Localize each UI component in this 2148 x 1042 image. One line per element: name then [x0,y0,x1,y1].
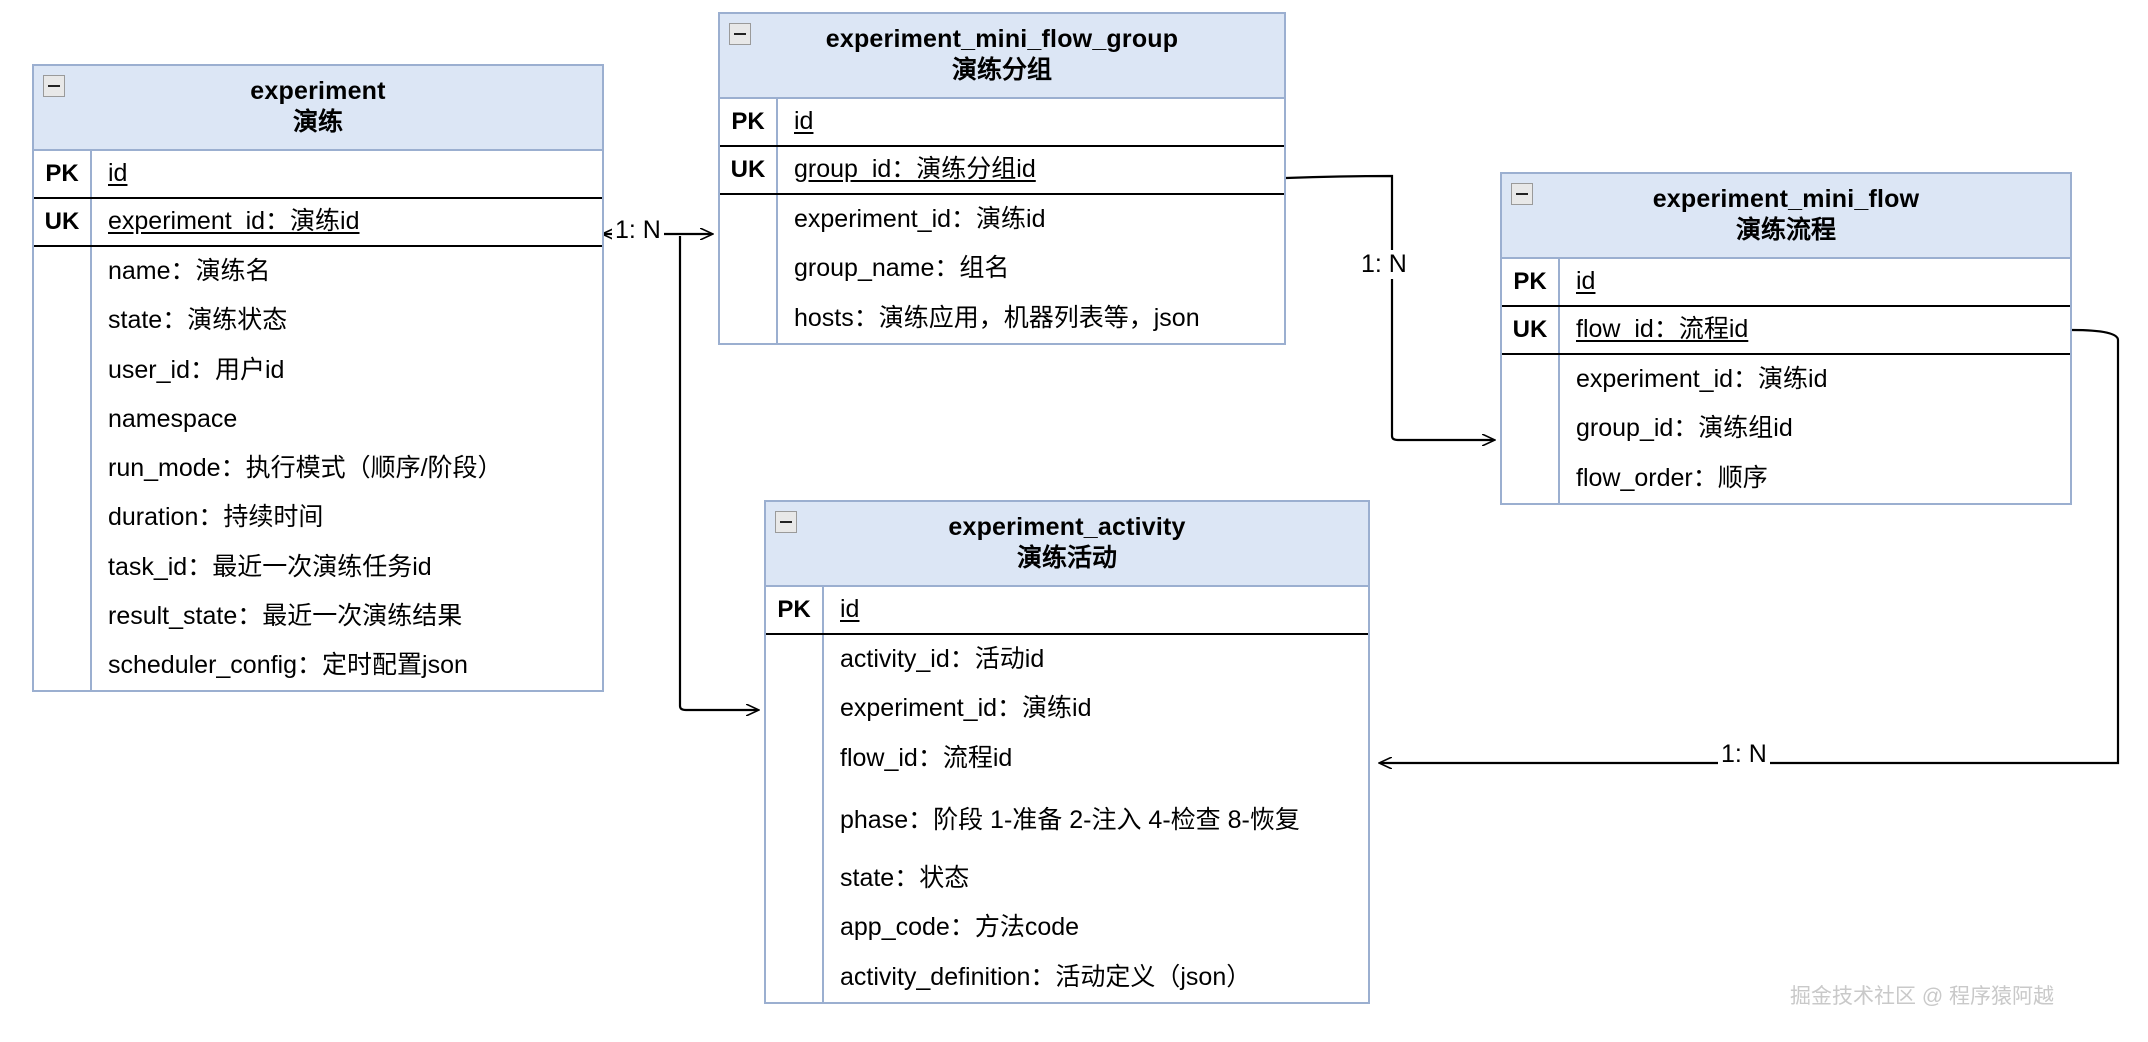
key-gutter [1502,355,1560,503]
key-gutter [34,247,92,691]
entity-experiment-mini-flow-group[interactable]: experiment_mini_flow_group 演练分组 PK id UK… [718,12,1286,345]
attribute-row: flow_id：流程id [840,743,1013,772]
attribute-row: result_state：最近一次演练结果 [108,601,463,630]
attribute-section: name：演练名 state：演练状态 user_id：用户id namespa… [34,247,602,691]
key-attribute: id [794,107,814,136]
key-attribute: experiment_id：演练id [108,207,360,236]
attribute-row: app_code：方法code [840,913,1080,942]
entity-title: experiment [250,77,386,105]
key-type: UK [720,147,778,193]
key-row-pk: PK id [34,151,602,199]
attribute-section: experiment_id：演练id group_id：演练组id flow_o… [1502,355,2070,503]
minus-box-icon[interactable] [1511,183,1533,205]
entity-subtitle: 演练活动 [1016,543,1117,572]
entity-subtitle: 演练 [292,107,343,136]
key-row-uk: UK flow_id：流程id [1502,307,2070,355]
attribute-row: group_name：组名 [794,254,1010,283]
relationship-label-miniflow-activity: 1: N [1718,740,1770,769]
key-gutter [720,195,778,343]
attribute-row: run_mode：执行模式（顺序/阶段） [108,454,503,482]
key-row-pk: PK id [1502,259,2070,307]
entity-title: experiment_activity [948,513,1186,541]
entity-subtitle: 演练流程 [1735,215,1836,244]
attribute-row: activity_id：活动id [840,645,1045,673]
attribute-row: state：演练状态 [108,306,288,335]
key-attribute: id [108,159,128,188]
attribute-row: state：状态 [840,864,970,892]
relationship-label-experiment-group: 1: N [612,216,664,245]
key-attribute: id [1576,267,1596,296]
entity-experiment-mini-flow[interactable]: experiment_mini_flow 演练流程 PK id UK flow_… [1500,172,2072,505]
key-type: UK [1502,307,1560,353]
entity-title: experiment_mini_flow_group [825,25,1179,53]
key-row-pk: PK id [720,99,1284,147]
minus-box-icon[interactable] [775,511,797,533]
entity-experiment-activity[interactable]: experiment_activity 演练活动 PK id activity_… [764,500,1370,1004]
attribute-row: hosts：演练应用，机器列表等，json [794,303,1200,332]
relationship-label-group-miniflow: 1: N [1358,250,1410,279]
attribute-row: duration：持续时间 [108,503,324,532]
entity-header: experiment_mini_flow 演练流程 [1502,174,2070,259]
key-type: UK [34,199,92,245]
key-row-pk: PK id [766,587,1368,635]
entity-title: experiment_mini_flow [1652,185,1920,213]
key-type: PK [1502,259,1560,305]
minus-box-icon[interactable] [729,23,751,45]
attribute-row: phase：阶段 1-准备 2-注入 4-检查 8-恢复 [840,805,1300,834]
key-attribute: id [840,595,860,624]
entity-header: experiment_activity 演练活动 [766,502,1368,587]
entity-header: experiment 演练 [34,66,602,151]
key-attribute: flow_id：流程id [1576,315,1749,344]
attribute-row: group_id：演练组id [1576,414,1793,443]
key-type: PK [34,151,92,197]
attribute-section: activity_id：活动id experiment_id：演练id flow… [766,635,1368,1002]
attribute-row: task_id：最近一次演练任务id [108,552,432,581]
attribute-row: user_id：用户id [108,355,285,384]
key-type: PK [720,99,778,145]
attribute-row: experiment_id：演练id [794,205,1046,233]
key-gutter [766,635,824,1002]
key-row-uk: UK experiment_id：演练id [34,199,602,247]
attribute-row: experiment_id：演练id [1576,365,1828,393]
attribute-row: scheduler_config：定时配置json [108,651,468,679]
attribute-row: flow_order：顺序 [1576,463,1768,492]
key-attribute: group_id：演练分组id [794,155,1036,184]
attribute-row: activity_definition：活动定义（json） [840,962,1252,991]
entity-subtitle: 演练分组 [951,55,1052,84]
attribute-section: experiment_id：演练id group_name：组名 hosts：演… [720,195,1284,343]
attribute-row: name：演练名 [108,257,271,285]
minus-box-icon[interactable] [43,75,65,97]
key-row-uk: UK group_id：演练分组id [720,147,1284,195]
key-type: PK [766,587,824,633]
entity-experiment[interactable]: experiment 演练 PK id UK experiment_id：演练i… [32,64,604,693]
watermark: 掘金技术社区 @ 程序猿阿越 [1790,985,2054,1008]
attribute-row: experiment_id：演练id [840,694,1092,723]
attribute-row: namespace [108,404,238,433]
entity-header: experiment_mini_flow_group 演练分组 [720,14,1284,99]
